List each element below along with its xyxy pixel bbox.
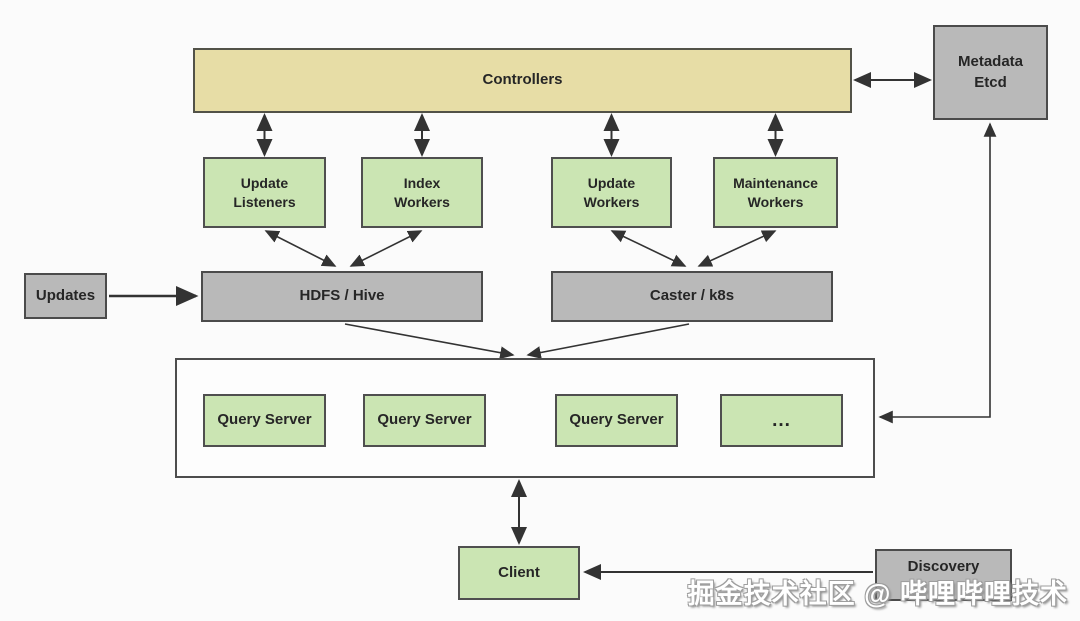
node-query-server-2: Query Server	[363, 394, 486, 447]
node-caster-k8s: Caster / k8s	[551, 271, 833, 322]
node-index-workers: Index Workers	[361, 157, 483, 228]
node-update-listeners: Update Listeners	[203, 157, 326, 228]
node-updates-label: Updates	[35, 286, 96, 304]
node-metadata-etcd: Metadata Etcd	[933, 25, 1048, 120]
node-maintenance-workers-label: Maintenance Workers	[733, 174, 818, 210]
node-discovery: Discovery	[875, 549, 1012, 601]
node-query-server-more-label: ...	[772, 409, 791, 431]
connector-caster-query-servers	[526, 323, 690, 359]
connector-index-workers-hdfs	[349, 230, 423, 267]
node-query-server-1: Query Server	[203, 394, 326, 447]
node-query-server-2-label: Query Server	[377, 411, 472, 429]
node-update-workers: Update Workers	[551, 157, 672, 228]
node-controllers-label: Controllers	[482, 71, 563, 89]
node-query-server-1-label: Query Server	[217, 411, 312, 429]
connector-maintenance-workers-caster	[697, 230, 777, 267]
node-client-label: Client	[498, 563, 540, 581]
node-hdfs-hive-label: HDFS / Hive	[299, 287, 385, 305]
node-update-workers-label: Update Workers	[583, 174, 640, 210]
node-controllers: Controllers	[193, 48, 852, 113]
node-caster-k8s-label: Caster / k8s	[649, 287, 735, 305]
node-discovery-label: Discovery	[907, 557, 980, 575]
connector-update-workers-caster	[610, 230, 687, 267]
node-client: Client	[458, 546, 580, 600]
connector-hdfs-query-servers	[344, 323, 515, 359]
node-query-server-more: ...	[720, 394, 843, 447]
node-update-listeners-label: Update Listeners	[233, 174, 296, 210]
watermark-text: 掘金技术社区 @ 哔哩哔哩技术	[687, 579, 1068, 609]
connector-update-listeners-hdfs	[264, 230, 337, 267]
node-index-workers-label: Index Workers	[394, 174, 450, 210]
node-hdfs-hive: HDFS / Hive	[201, 271, 483, 322]
node-updates: Updates	[24, 273, 107, 319]
node-maintenance-workers: Maintenance Workers	[713, 157, 838, 228]
node-metadata-etcd-label: Metadata Etcd	[957, 53, 1024, 91]
node-query-server-3: Query Server	[555, 394, 678, 447]
connector-metadata-etcd-query-servers	[878, 122, 997, 424]
node-query-server-3-label: Query Server	[569, 411, 664, 429]
